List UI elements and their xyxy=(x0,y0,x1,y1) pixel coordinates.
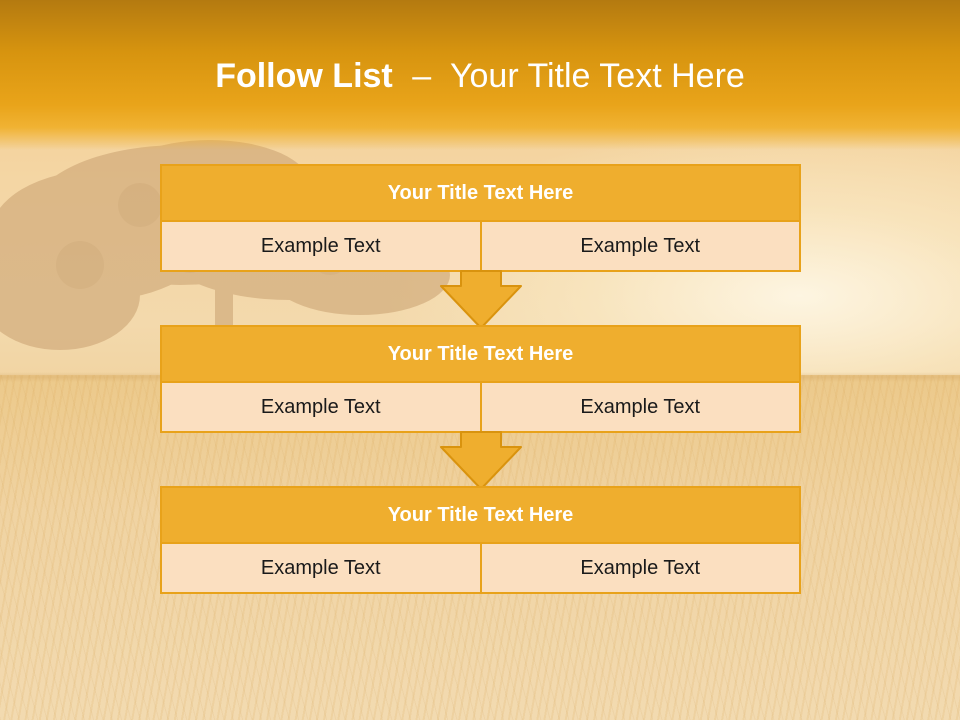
step-title: Your Title Text Here xyxy=(162,166,799,222)
step-row: Example Text Example Text xyxy=(162,222,799,270)
step-box-3: Your Title Text Here Example Text Exampl… xyxy=(160,486,801,594)
step-box-2: Your Title Text Here Example Text Exampl… xyxy=(160,325,801,433)
slide-title: Follow List – Your Title Text Here xyxy=(0,54,960,98)
title-rest: Your Title Text Here xyxy=(449,57,745,95)
down-arrow-icon xyxy=(440,431,522,490)
step-cell-right: Example Text xyxy=(479,383,799,431)
step-cell-left: Example Text xyxy=(162,222,480,270)
step-cell-left: Example Text xyxy=(162,383,480,431)
step-title: Your Title Text Here xyxy=(162,488,799,544)
step-cell-right: Example Text xyxy=(479,222,799,270)
step-cell-left: Example Text xyxy=(162,544,480,592)
step-title: Your Title Text Here xyxy=(162,327,799,383)
step-box-1: Your Title Text Here Example Text Exampl… xyxy=(160,164,801,272)
header-band xyxy=(0,0,960,150)
step-row: Example Text Example Text xyxy=(162,544,799,592)
title-bold: Follow List xyxy=(215,57,393,95)
step-row: Example Text Example Text xyxy=(162,383,799,431)
title-separator: – xyxy=(412,57,432,95)
step-cell-right: Example Text xyxy=(479,544,799,592)
down-arrow-icon xyxy=(440,270,522,329)
